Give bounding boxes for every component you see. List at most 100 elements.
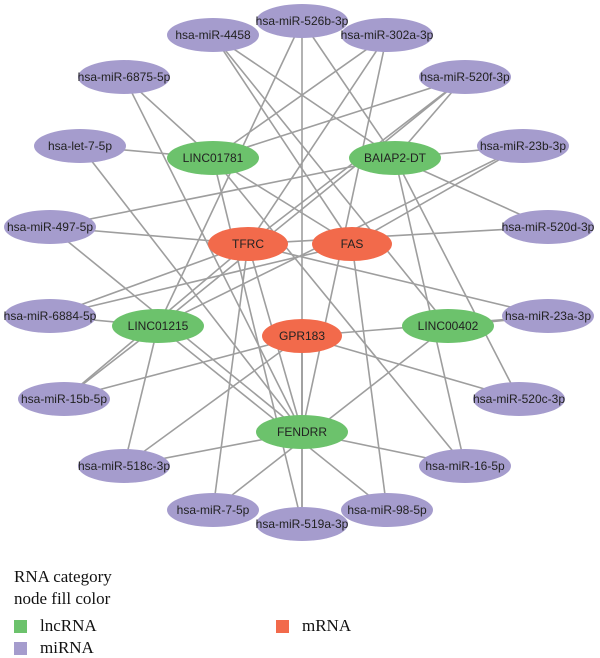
node-label-hsa-mir-526b-3p: hsa-miR-526b-3p	[256, 14, 349, 28]
node-label-hsa-mir-520f-3p: hsa-miR-520f-3p	[420, 70, 510, 84]
node-shape-hsa-mir-16-5p	[419, 449, 511, 483]
node-shape-linc01781	[167, 141, 259, 175]
edge-hsa-mir-520f-3p-linc01781	[212, 76, 466, 159]
node-linc00402: LINC00402	[402, 309, 494, 343]
node-hsa-mir-520c-3p: hsa-miR-520c-3p	[473, 382, 565, 416]
node-linc01781: LINC01781	[167, 141, 259, 175]
edge-hsa-mir-6875-5p-fendrr	[123, 76, 303, 433]
node-tfrc: TFRC	[208, 227, 288, 261]
node-shape-hsa-mir-519a-3p	[256, 507, 348, 541]
edge-hsa-mir-4458-fas	[212, 34, 353, 245]
node-label-hsa-mir-6875-5p: hsa-miR-6875-5p	[78, 70, 171, 84]
edge-hsa-mir-7-5p-tfrc	[212, 243, 249, 511]
node-label-hsa-mir-4458: hsa-miR-4458	[175, 28, 251, 42]
edge-hsa-mir-15b-5p-gpr183	[63, 335, 303, 400]
node-hsa-mir-518c-3p: hsa-miR-518c-3p	[78, 449, 170, 483]
node-hsa-mir-526b-3p: hsa-miR-526b-3p	[256, 4, 349, 38]
edge-hsa-mir-6884-5p-fas	[49, 243, 353, 317]
node-label-linc01215: LINC01215	[128, 319, 189, 333]
edge-hsa-mir-302a-3p-linc01781	[212, 34, 388, 159]
node-hsa-mir-7-5p: hsa-miR-7-5p	[167, 493, 259, 527]
node-label-hsa-mir-16-5p: hsa-miR-16-5p	[425, 459, 505, 473]
legend-item-mrna: mRNA	[276, 616, 351, 636]
node-label-hsa-mir-497-5p: hsa-miR-497-5p	[7, 220, 93, 234]
node-label-hsa-let-7-5p: hsa-let-7-5p	[48, 139, 112, 153]
node-label-linc01781: LINC01781	[183, 151, 244, 165]
node-label-hsa-mir-518c-3p: hsa-miR-518c-3p	[78, 459, 170, 473]
node-label-tfrc: TFRC	[232, 237, 264, 251]
node-fendrr: FENDRR	[256, 415, 348, 449]
node-hsa-mir-520f-3p: hsa-miR-520f-3p	[419, 60, 511, 94]
edge-hsa-mir-23b-3p-fas	[351, 145, 524, 245]
edge-hsa-mir-520f-3p-linc01215	[157, 76, 466, 327]
legend-item-lncrna: lncRNA	[14, 616, 97, 636]
node-shape-hsa-mir-23b-3p	[477, 129, 569, 163]
edge-hsa-mir-497-5p-baiap2-dt	[49, 157, 396, 228]
node-shape-hsa-mir-520c-3p	[473, 382, 565, 416]
legend-item-mirna: miRNA	[14, 638, 94, 658]
nodes-layer: hsa-miR-526b-3p hsa-miR-4458 hsa-miR-302a-…	[4, 4, 595, 541]
node-shape-hsa-mir-98-5p	[341, 493, 433, 527]
node-label-gpr183: GPR183	[279, 329, 325, 343]
node-label-fas: FAS	[341, 237, 364, 251]
node-shape-gpr183	[262, 319, 342, 353]
node-shape-hsa-mir-6884-5p	[4, 299, 96, 333]
node-shape-hsa-mir-520d-3p	[502, 210, 594, 244]
node-hsa-mir-98-5p: hsa-miR-98-5p	[341, 493, 433, 527]
node-hsa-mir-15b-5p: hsa-miR-15b-5p	[18, 382, 110, 416]
node-label-fendrr: FENDRR	[277, 425, 327, 439]
legend-swatch-lncrna	[14, 619, 27, 633]
edge-hsa-mir-520c-3p-baiap2-dt	[394, 157, 520, 400]
edge-hsa-mir-302a-3p-tfrc	[247, 34, 388, 245]
node-shape-hsa-mir-15b-5p	[18, 382, 110, 416]
legend: RNA category node fill color lncRNA miRN…	[14, 566, 434, 658]
node-label-hsa-mir-520d-3p: hsa-miR-520d-3p	[502, 220, 595, 234]
edge-hsa-mir-7-5p-linc00402	[212, 325, 449, 511]
node-label-hsa-mir-519a-3p: hsa-miR-519a-3p	[256, 517, 349, 531]
edge-hsa-mir-6884-5p-tfrc	[49, 243, 249, 317]
edge-hsa-mir-518c-3p-gpr183	[123, 335, 303, 467]
node-hsa-mir-520d-3p: hsa-miR-520d-3p	[502, 210, 595, 244]
legend-title-line2: node fill color	[14, 589, 111, 608]
edge-hsa-mir-518c-3p-linc01215	[123, 325, 159, 467]
node-label-hsa-mir-23b-3p: hsa-miR-23b-3p	[480, 139, 566, 153]
edge-hsa-mir-519a-3p-linc01781	[212, 157, 303, 525]
node-baiap2-dt: BAIAP2-DT	[349, 141, 441, 175]
node-label-baiap2-dt: BAIAP2-DT	[364, 151, 427, 165]
legend-swatch-mirna	[14, 641, 27, 655]
node-label-hsa-mir-520c-3p: hsa-miR-520c-3p	[473, 392, 565, 406]
node-shape-hsa-mir-23a-3p	[502, 299, 594, 333]
node-shape-tfrc	[208, 227, 288, 261]
node-hsa-mir-6884-5p: hsa-miR-6884-5p	[4, 299, 97, 333]
node-shape-hsa-mir-518c-3p	[78, 449, 170, 483]
edge-hsa-mir-23a-3p-tfrc	[247, 243, 549, 317]
edge-hsa-mir-520d-3p-tfrc	[247, 226, 549, 245]
node-hsa-mir-519a-3p: hsa-miR-519a-3p	[256, 507, 349, 541]
edge-hsa-mir-526b-3p-baiap2-dt	[301, 20, 396, 159]
node-label-hsa-mir-15b-5p: hsa-miR-15b-5p	[21, 392, 107, 406]
node-label-hsa-mir-7-5p: hsa-miR-7-5p	[177, 503, 250, 517]
legend-label-mirna: miRNA	[40, 638, 94, 657]
legend-label-lncrna: lncRNA	[40, 616, 97, 635]
legend-title-line1: RNA category	[14, 567, 112, 586]
node-shape-fendrr	[256, 415, 348, 449]
node-shape-hsa-let-7-5p	[34, 129, 126, 163]
node-hsa-mir-302a-3p: hsa-miR-302a-3p	[341, 18, 434, 52]
edge-hsa-mir-98-5p-fas	[351, 243, 388, 511]
node-shape-linc00402	[402, 309, 494, 343]
node-fas: FAS	[312, 227, 392, 261]
edge-hsa-mir-98-5p-linc01215	[157, 325, 388, 511]
node-hsa-mir-4458: hsa-miR-4458	[167, 18, 259, 52]
node-linc01215: LINC01215	[112, 309, 204, 343]
node-shape-hsa-mir-6875-5p	[78, 60, 170, 94]
node-shape-hsa-mir-520f-3p	[419, 60, 511, 94]
node-shape-hsa-mir-302a-3p	[341, 18, 433, 52]
node-shape-hsa-mir-4458	[167, 18, 259, 52]
node-shape-linc01215	[112, 309, 204, 343]
legend-swatch-mrna	[276, 619, 289, 633]
node-shape-baiap2-dt	[349, 141, 441, 175]
node-shape-fas	[312, 227, 392, 261]
node-label-hsa-mir-23a-3p: hsa-miR-23a-3p	[505, 309, 591, 323]
node-label-hsa-mir-302a-3p: hsa-miR-302a-3p	[341, 28, 434, 42]
edge-hsa-mir-16-5p-linc01781	[212, 157, 466, 467]
